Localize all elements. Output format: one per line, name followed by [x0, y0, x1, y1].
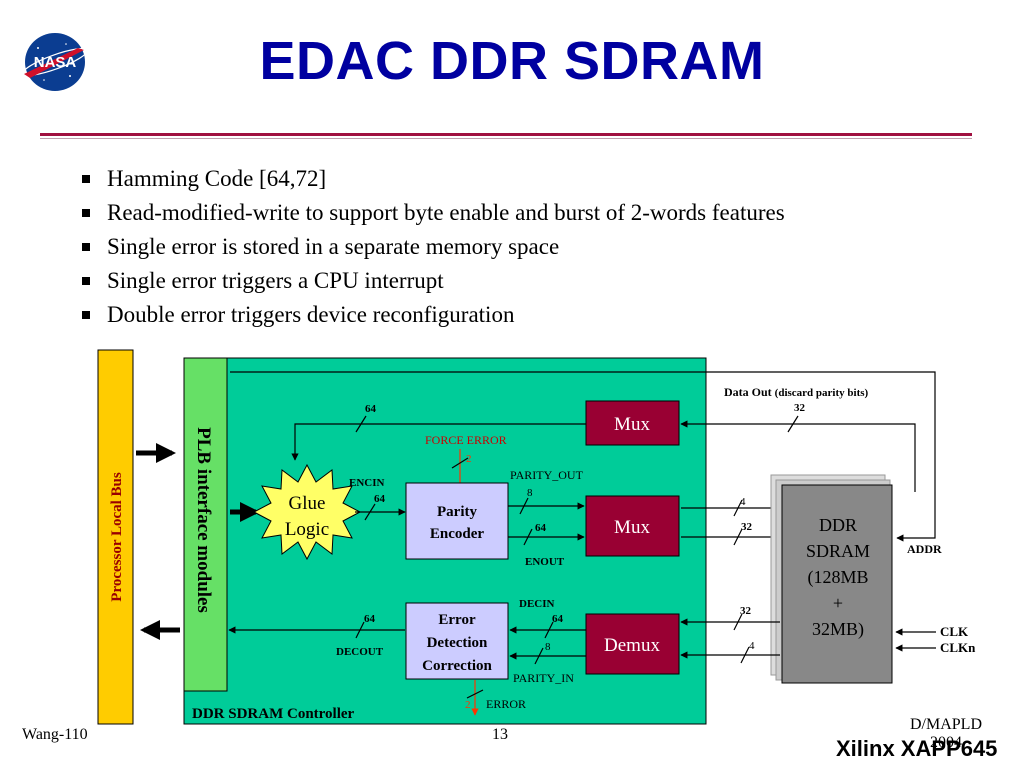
footer-right-line1: D/MAPLD [910, 716, 983, 733]
bullet-square-icon [82, 175, 90, 183]
glue-logic-star [252, 463, 362, 561]
width-label: 4 [740, 496, 746, 508]
width-tick [519, 497, 529, 515]
logo-text: NASA [34, 54, 77, 71]
ddr-sdram-label: + [833, 593, 843, 613]
parity-in-label: PARITY_IN [513, 671, 574, 685]
title-divider [40, 133, 972, 136]
width-label: 8 [527, 487, 533, 499]
ddr-sdram-label: (128MB [807, 567, 868, 588]
parity-encoder-label: Encoder [430, 526, 485, 542]
bullet-item: Double error triggers device reconfigura… [78, 298, 785, 332]
title-divider-thin [40, 138, 972, 139]
width-label: 32 [794, 402, 806, 414]
bullet-list: Hamming Code [64,72] Read-modified-write… [78, 162, 785, 332]
width-label: 2 [466, 453, 472, 465]
parity-out-label: PARITY_OUT [510, 468, 584, 482]
xilinx-caption: Xilinx XAPP645 [836, 736, 998, 761]
clk-label: CLK [940, 624, 969, 639]
width-label: 32 [740, 605, 752, 617]
width-tick [544, 621, 554, 639]
footer-right: D/MAPLD 2004 [910, 716, 982, 752]
width-label: 2 [465, 699, 471, 711]
processor-local-bus-label: Processor Local Bus [109, 472, 125, 602]
width-tick [740, 646, 750, 664]
width-tick [451, 457, 469, 469]
bullet-square-icon [82, 311, 90, 319]
width-tick [355, 621, 365, 639]
edc-label: Error [438, 612, 476, 628]
width-tick [733, 499, 743, 517]
ddr-sdram-label: DDR [819, 515, 857, 535]
width-label: 64 [535, 522, 547, 534]
demux [585, 613, 680, 675]
mux-mid [585, 495, 680, 557]
mux-mid-label: Mux [614, 517, 650, 538]
bullet-square-icon [82, 243, 90, 251]
force-error-label: FORCE ERROR [425, 433, 507, 447]
width-tick [466, 689, 484, 699]
encin-label: ENCIN [349, 477, 385, 489]
parity-encoder [405, 482, 509, 560]
bullet-square-icon [82, 209, 90, 217]
bullet-item: Single error triggers a CPU interrupt [78, 264, 785, 298]
edc-label: Detection [427, 635, 488, 651]
width-label: 32 [741, 521, 753, 533]
page-number: 13 [492, 726, 508, 743]
mux-top-label: Mux [614, 414, 650, 435]
page-title: EDAC DDR SDRAM [259, 31, 765, 91]
width-label: 64 [374, 493, 386, 505]
plb-interface-label: PLB interface modules [193, 427, 214, 613]
ddr-sdram-label: 32MB) [812, 619, 864, 640]
width-tick [733, 613, 743, 631]
bullet-item: Read-modified-write to support byte enab… [78, 196, 785, 230]
edc-label: Correction [422, 658, 492, 674]
processor-local-bus [97, 349, 134, 725]
width-label: 4 [749, 640, 755, 652]
nasa-logo: NASA [22, 33, 88, 91]
width-label: 8 [545, 641, 551, 653]
controller-label: DDR SDRAM Controller [192, 706, 355, 722]
width-tick [364, 503, 376, 521]
sdram-to-mux-top [680, 420, 916, 492]
width-tick [787, 415, 799, 433]
demux-label: Demux [604, 635, 660, 656]
footer-right-line2: 2004 [930, 734, 962, 751]
width-label: 64 [552, 613, 564, 625]
width-tick [733, 528, 743, 546]
addr-line [230, 371, 936, 542]
error-detection-correction [405, 602, 509, 680]
width-label: 64 [364, 613, 376, 625]
clkn-label: CLKn [940, 640, 976, 655]
bullet-square-icon [82, 277, 90, 285]
addr-label: ADDR [907, 542, 942, 556]
width-tick [523, 528, 533, 546]
ddr-sdram [781, 484, 893, 684]
ddr-sdram-label: SDRAM [806, 541, 870, 561]
mux-top [585, 400, 680, 446]
width-tick [355, 415, 367, 433]
plb-interface-box [183, 357, 228, 692]
glue-logic-label: Logic [285, 519, 329, 540]
bullet-item: Single error is stored in a separate mem… [78, 230, 785, 264]
data-out-path [291, 423, 586, 461]
width-tick [534, 647, 544, 665]
data-out-label: Data Out (discard parity bits) [724, 385, 869, 399]
enout-label: ENOUT [525, 556, 565, 568]
decin-label: DECIN [519, 598, 555, 610]
bullet-item: Hamming Code [64,72] [78, 162, 785, 196]
glue-logic-label: Glue [289, 493, 326, 514]
error-label: ERROR [486, 697, 526, 711]
decout-label: DECOUT [336, 646, 384, 658]
footer-left: Wang-110 [22, 726, 88, 743]
parity-encoder-label: Parity [437, 504, 477, 520]
width-label: 64 [365, 403, 377, 415]
